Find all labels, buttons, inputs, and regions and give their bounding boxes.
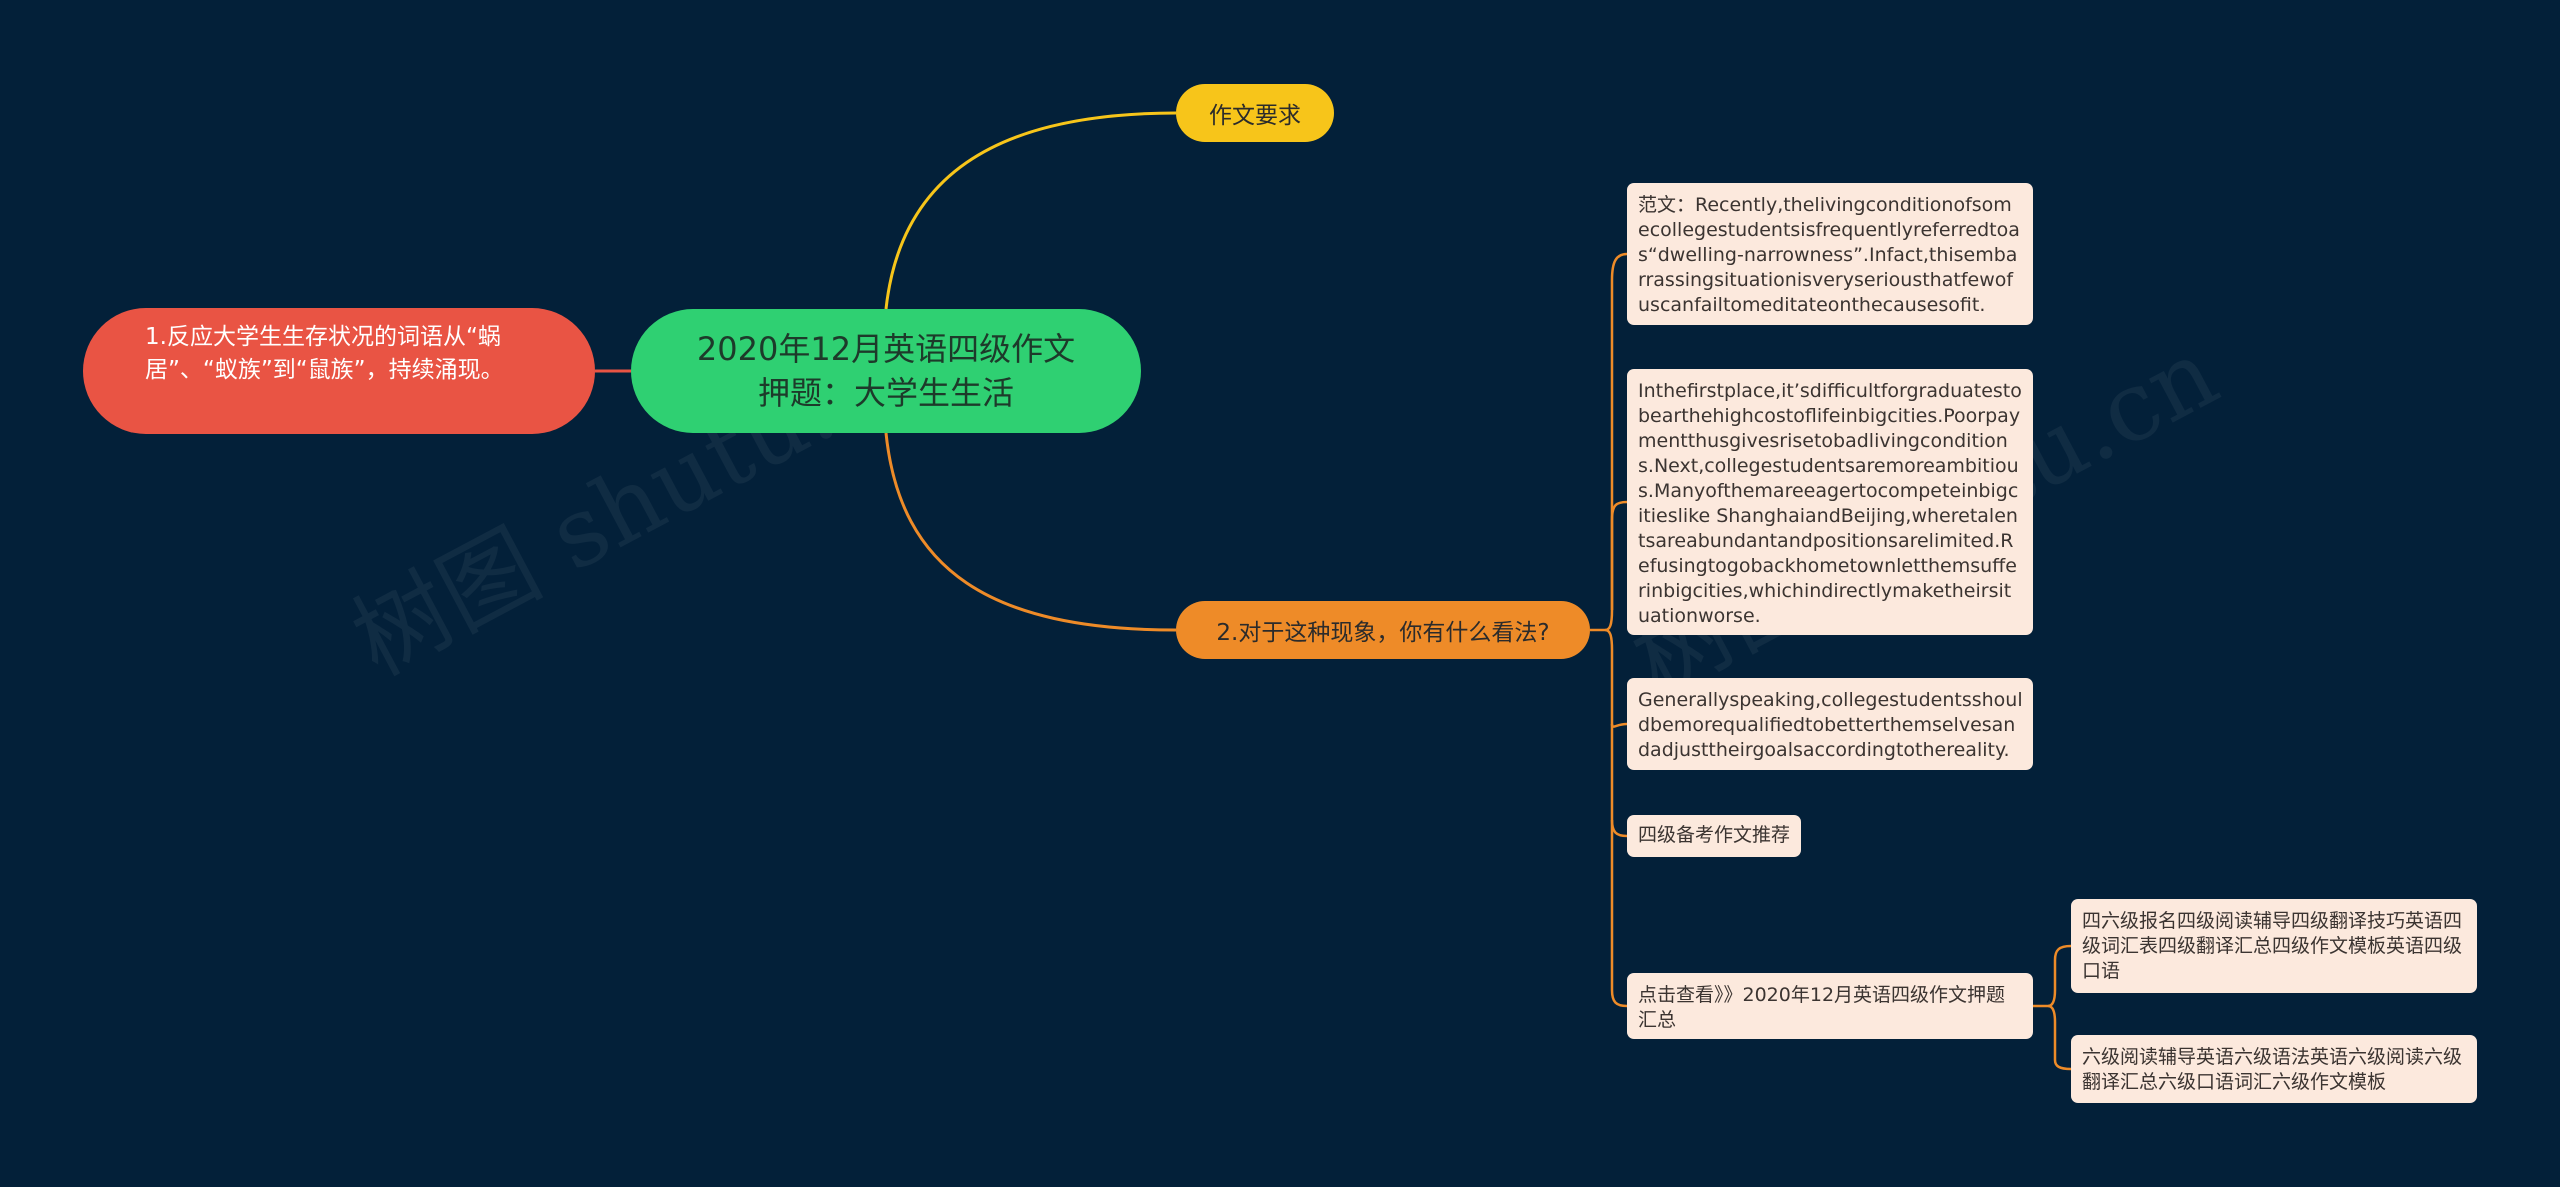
central-topic-line1: 2020年12月英语四级作文 (696, 330, 1076, 368)
central-topic[interactable]: 2020年12月英语四级作文 押题：大学生生活 (631, 309, 1141, 433)
leaf-recommend[interactable]: 四级备考作文推荐 (1627, 815, 1801, 857)
opinion-node[interactable]: 2.对于这种现象，你有什么看法? (1176, 601, 1590, 659)
leaf-first-place[interactable]: Inthefirstplace,it’sdifficultforgraduate… (1627, 369, 2033, 635)
left-branch-node[interactable]: 1.反应大学生生存状况的词语从“蜗居”、“蚁族”到“鼠族”，持续涌现。 (83, 308, 595, 434)
leaf-sample-essay[interactable]: 范文：Recently,thelivingconditionofsomecoll… (1627, 183, 2033, 325)
central-topic-line2: 押题：大学生生活 (757, 374, 1014, 412)
leaf-generally-speaking[interactable]: Generallyspeaking,collegestudentsshouldb… (1627, 678, 2033, 770)
connector-opinion-leaves (1590, 252, 1628, 1008)
requirement-node[interactable]: 作文要求 (1176, 84, 1334, 142)
leaf-click-view[interactable]: 点击查看》》2020年12月英语四级作文押题汇总 (1627, 973, 2033, 1039)
leaf-sub-cet6-links[interactable]: 六级阅读辅导英语六级语法英语六级阅读六级翻译汇总六级口语词汇六级作文模板 (2071, 1035, 2477, 1103)
leaf-sub-cet4-links[interactable]: 四六级报名四级阅读辅导四级翻译技巧英语四级词汇表四级翻译汇总四级作文模板英语四级… (2071, 899, 2477, 993)
connector-requirement (884, 111, 1177, 310)
connector-sub-leaves (2033, 944, 2072, 1071)
connector-opinion (884, 432, 1177, 632)
